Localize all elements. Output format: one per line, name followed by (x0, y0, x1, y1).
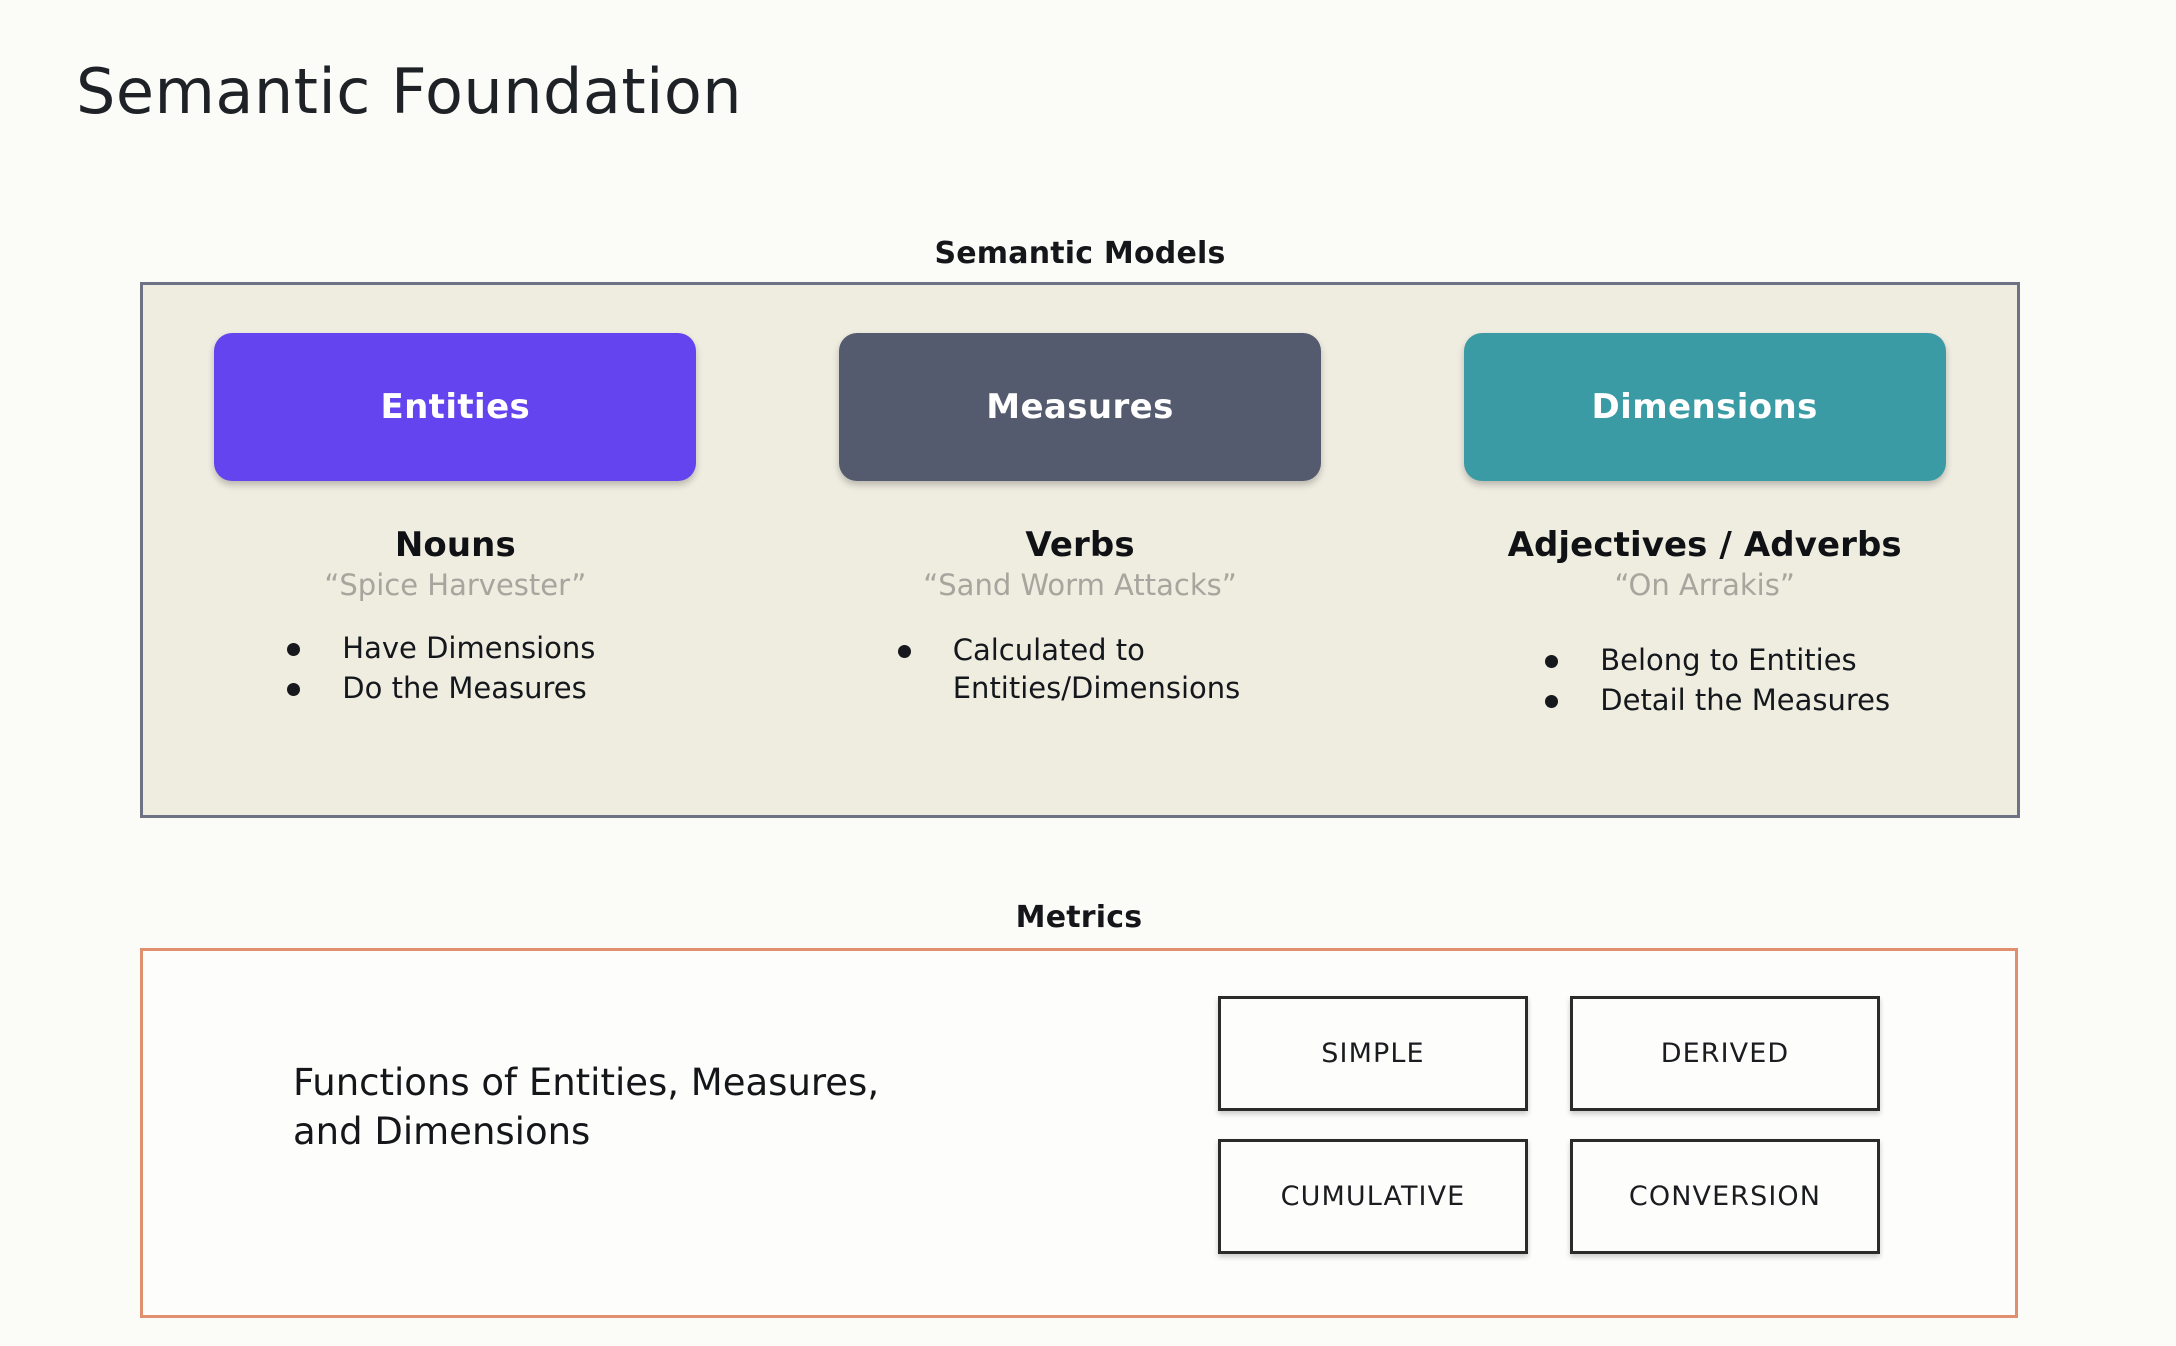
metrics-type-grid: SIMPLE DERIVED CUMULATIVE CONVERSION (1218, 996, 1880, 1254)
list-item-label: Have Dimensions (342, 631, 596, 665)
metric-type-derived-label: DERIVED (1660, 1038, 1790, 1069)
entities-chip-label: Entities (380, 387, 531, 427)
metrics-panel: Functions of Entities, Measures, and Dim… (140, 948, 2018, 1318)
metric-type-cumulative-label: CUMULATIVE (1280, 1181, 1466, 1212)
list-item: Calculated to Entities/Dimensions (897, 632, 1241, 707)
bullet-icon (287, 682, 301, 696)
metric-type-conversion-label: CONVERSION (1628, 1181, 1822, 1212)
list-item-label: Do the Measures (342, 670, 587, 705)
list-item-label: Calculated to Entities/Dimensions (952, 633, 1241, 705)
entities-example: “Spice Harvester” (324, 568, 587, 602)
bullet-icon (897, 645, 911, 658)
measures-chip[interactable]: Measures (839, 333, 1321, 481)
list-item: Do the Measures (287, 670, 595, 708)
entities-part-of-speech: Nouns (394, 525, 516, 565)
semantic-models-columns: Entities Nouns “Spice Harvester” Have Di… (143, 285, 2017, 815)
measures-bullet-list: Calculated to Entities/Dimensions (897, 632, 1241, 709)
metric-type-simple-label: SIMPLE (1321, 1038, 1425, 1069)
semantic-model-column-dimensions: Dimensions Adjectives / Adverbs “On Arra… (1392, 285, 2017, 815)
metric-type-conversion[interactable]: CONVERSION (1570, 1139, 1880, 1254)
bullet-icon (1545, 655, 1559, 668)
page-title: Semantic Foundation (76, 55, 743, 128)
dimensions-part-of-speech: Adjectives / Adverbs (1507, 525, 1902, 565)
metrics-heading: Metrics (1015, 900, 1143, 935)
dimensions-chip-label: Dimensions (1591, 387, 1818, 427)
measures-part-of-speech: Verbs (1025, 525, 1135, 565)
list-item: Have Dimensions (287, 630, 595, 668)
bullet-icon (1545, 694, 1559, 708)
dimensions-bullet-list: Belong to Entities Detail the Measures (1545, 642, 1890, 721)
entities-bullet-list: Have Dimensions Do the Measures (287, 630, 595, 709)
list-item-label: Detail the Measures (1600, 682, 1891, 717)
entities-chip[interactable]: Entities (214, 333, 697, 481)
metric-type-derived[interactable]: DERIVED (1570, 996, 1880, 1111)
measures-chip-label: Measures (986, 387, 1174, 427)
semantic-model-column-measures: Measures Verbs “Sand Worm Attacks” Calcu… (768, 285, 1393, 815)
list-item-label: Belong to Entities (1600, 643, 1857, 677)
semantic-model-column-entities: Entities Nouns “Spice Harvester” Have Di… (143, 285, 768, 815)
metric-type-simple[interactable]: SIMPLE (1218, 996, 1528, 1111)
measures-example: “Sand Worm Attacks” (923, 568, 1237, 602)
bullet-icon (287, 643, 301, 656)
list-item: Detail the Measures (1545, 682, 1890, 720)
dimensions-example: “On Arrakis” (1614, 568, 1795, 602)
metric-type-cumulative[interactable]: CUMULATIVE (1218, 1139, 1528, 1254)
semantic-models-panel: Entities Nouns “Spice Harvester” Have Di… (140, 282, 2020, 818)
metrics-description: Functions of Entities, Measures, and Dim… (293, 1061, 880, 1153)
dimensions-chip[interactable]: Dimensions (1463, 333, 1946, 481)
list-item: Belong to Entities (1545, 642, 1890, 680)
semantic-models-heading: Semantic Models (934, 236, 1226, 271)
